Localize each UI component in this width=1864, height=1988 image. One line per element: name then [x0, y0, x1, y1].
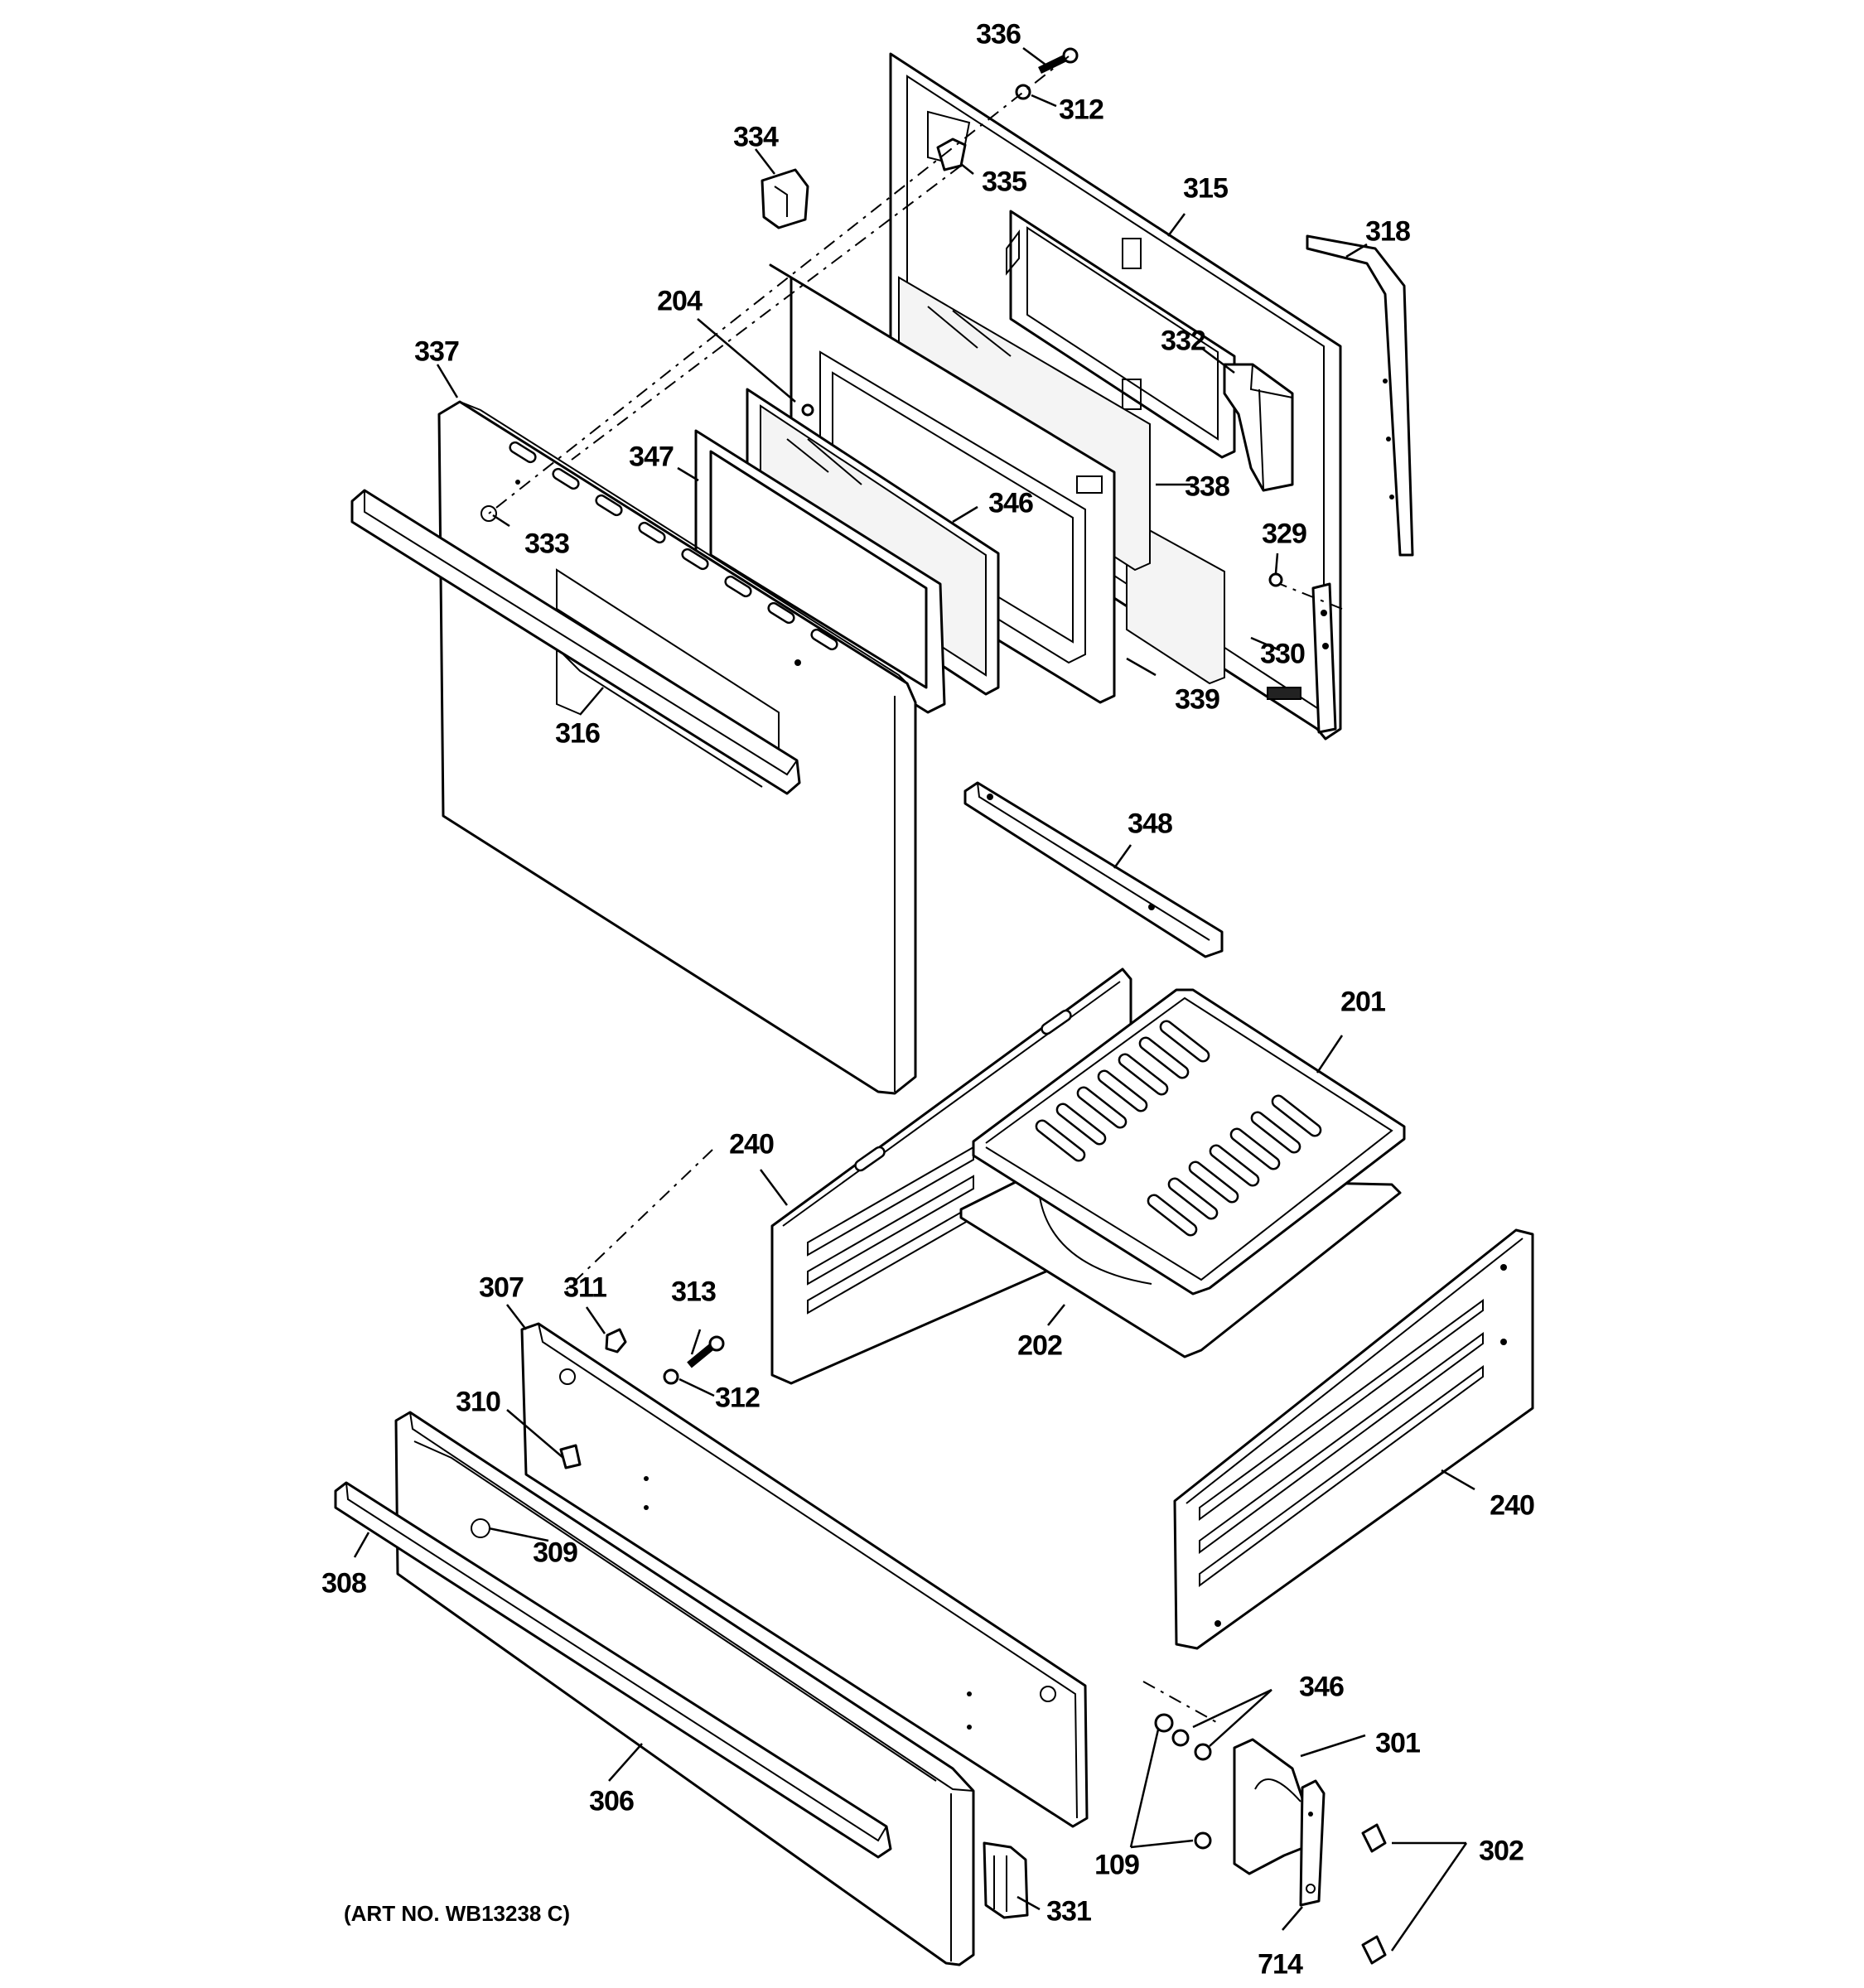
- callout-338: 338: [1185, 470, 1230, 503]
- callout-347: 347: [629, 441, 674, 473]
- screw-329: [1268, 572, 1283, 587]
- callout-329: 329: [1262, 518, 1307, 550]
- drawer-handle: [334, 1481, 892, 1859]
- callout-315: 315: [1183, 172, 1229, 205]
- callout-240-left: 240: [729, 1128, 775, 1160]
- hinge-receiver: [936, 138, 967, 171]
- screw-302-bottom: [1361, 1935, 1387, 1965]
- door-handle: [350, 489, 801, 795]
- screw-204: [801, 403, 814, 417]
- broiler-grid-slots: [1035, 1020, 1322, 1237]
- callout-309: 309: [533, 1537, 578, 1569]
- callout-318: 318: [1365, 215, 1411, 248]
- callout-202: 202: [1017, 1329, 1063, 1362]
- callout-201: 201: [1340, 986, 1386, 1018]
- door-hinge-bracket: [1267, 582, 1337, 734]
- hinge-hardware: [1154, 1713, 1387, 1965]
- callout-334: 334: [733, 121, 779, 153]
- callout-714: 714: [1258, 1948, 1303, 1981]
- callout-313: 313: [671, 1276, 717, 1308]
- callout-109: 109: [1094, 1849, 1140, 1881]
- callout-330: 330: [1260, 638, 1306, 670]
- support-bar: [963, 781, 1224, 958]
- door-outer-panel: [437, 400, 917, 1095]
- nut-109-bottom: [1194, 1831, 1212, 1850]
- drawer-slide-pad: [983, 1841, 1029, 1919]
- callout-316: 316: [555, 717, 601, 750]
- callout-301: 301: [1375, 1727, 1421, 1759]
- nut-109-top: [1154, 1713, 1174, 1733]
- door-inner-liner: [889, 52, 1342, 741]
- door-glass-rear: [1126, 516, 1225, 685]
- hinge-arm-714: [1299, 1779, 1326, 1907]
- broiler-grid: [972, 988, 1406, 1296]
- screw-302-top: [1361, 1823, 1387, 1853]
- callout-332: 332: [1161, 325, 1206, 357]
- screw-336: [1038, 47, 1079, 75]
- callout-335: 335: [982, 166, 1027, 198]
- callout-307: 307: [479, 1271, 524, 1304]
- door-insulation-block: [1223, 363, 1294, 492]
- callout-339: 339: [1175, 683, 1220, 716]
- washer-346-1: [1171, 1729, 1190, 1747]
- leader-lines: [353, 46, 1475, 1952]
- door-trim-strip: [1306, 234, 1414, 557]
- nut-311: [605, 1328, 627, 1353]
- callout-348: 348: [1128, 808, 1173, 840]
- drawer-liner: [520, 1322, 1089, 1828]
- assembly-lines: [488, 55, 1343, 1724]
- washer-312-bottom: [663, 1368, 679, 1385]
- callout-310: 310: [456, 1386, 501, 1418]
- door-vent-slots: [509, 441, 838, 651]
- callout-306: 306: [589, 1785, 635, 1817]
- callout-240-right: 240: [1490, 1489, 1535, 1522]
- art-number: (ART NO. WB13238 C): [344, 1901, 571, 1926]
- clip-310: [559, 1444, 582, 1469]
- callout-311: 311: [563, 1271, 607, 1304]
- callout-333: 333: [524, 528, 570, 560]
- callout-308: 308: [321, 1567, 367, 1600]
- callout-312-bottom: 312: [715, 1382, 761, 1414]
- callout-337: 337: [414, 335, 460, 368]
- callout-312-top: 312: [1059, 94, 1104, 126]
- drawer-fasteners: [559, 1328, 725, 1469]
- callout-204: 204: [657, 285, 703, 317]
- callout-346-bottom: 346: [1299, 1671, 1345, 1703]
- callout-336: 336: [976, 18, 1021, 51]
- callout-346-top: 346: [988, 487, 1034, 519]
- door-clip: [761, 168, 809, 229]
- side-panel-right: [1173, 1228, 1534, 1650]
- washer-346-2: [1194, 1743, 1212, 1761]
- hinge-plate-301: [1233, 1738, 1306, 1875]
- door-gasket-frame: [694, 429, 946, 714]
- callout-331: 331: [1046, 1895, 1092, 1928]
- callout-302: 302: [1479, 1835, 1524, 1867]
- screw-313: [687, 1335, 725, 1368]
